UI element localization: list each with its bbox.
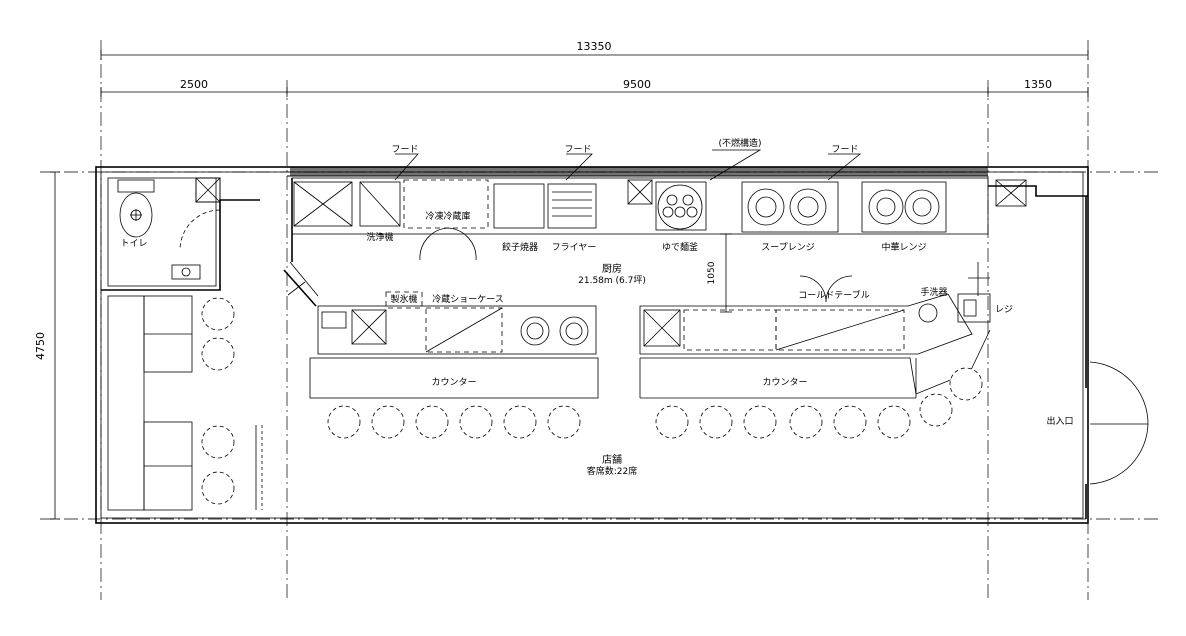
hand-wash-label: 手洗器 bbox=[920, 286, 947, 298]
fryer-label: フライヤー bbox=[552, 242, 597, 253]
dim-total: 13350 bbox=[577, 40, 612, 53]
hood-leaders bbox=[394, 149, 862, 181]
front-counter-right bbox=[639, 262, 991, 399]
kitchen-area-label: 21.58m (6.7坪) bbox=[578, 275, 646, 286]
hood-label-1: フード bbox=[391, 145, 418, 155]
hood-label-2: フード bbox=[564, 145, 591, 155]
dimension-lines bbox=[50, 50, 1089, 520]
nonflammable-label: (不燃構造) bbox=[718, 137, 761, 149]
booth-seating bbox=[107, 295, 263, 511]
toilet-room bbox=[101, 177, 260, 291]
hood-label-3: フード bbox=[831, 145, 858, 155]
building-outline bbox=[95, 166, 1089, 524]
counter-left-label: カウンター bbox=[431, 377, 476, 388]
entrance-label: 出入口 bbox=[1046, 415, 1073, 427]
dim-right: 1350 bbox=[1024, 78, 1052, 91]
kitchen-label: 厨房 bbox=[602, 262, 622, 275]
counter-seats bbox=[327, 367, 983, 439]
gyoza-griddle-label: 餃子焼器 bbox=[502, 241, 538, 253]
clearance-label: 1050 bbox=[707, 261, 717, 284]
showcase-label: 冷蔵ショーケース bbox=[432, 293, 504, 305]
dim-depth: 4750 bbox=[34, 332, 47, 360]
dim-middle: 9500 bbox=[623, 78, 651, 91]
seat-count-label: 客席数:22席 bbox=[587, 465, 638, 477]
clearance-dimension bbox=[720, 233, 732, 313]
entrance-doors bbox=[1085, 361, 1149, 519]
freezer-fridge-label: 冷凍冷蔵庫 bbox=[425, 210, 470, 222]
front-counter-left bbox=[309, 291, 599, 399]
ice-maker-label: 製氷機 bbox=[390, 293, 417, 305]
chinese-range-label: 中華レンジ bbox=[881, 241, 926, 253]
noodle-boiler-label: ゆで麺釜 bbox=[662, 241, 698, 253]
soup-range-label: スープレンジ bbox=[761, 242, 814, 253]
cold-table-label: コールドテーブル bbox=[798, 289, 869, 301]
kitchen-side-wall bbox=[283, 178, 319, 307]
dim-left: 2500 bbox=[180, 78, 208, 91]
counter-right-label: カウンター bbox=[762, 377, 807, 388]
register-label: レジ bbox=[995, 305, 1013, 315]
store-label: 店舗 bbox=[602, 453, 622, 466]
dishwasher-label: 洗浄機 bbox=[366, 231, 393, 243]
toilet-label: トイレ bbox=[120, 239, 147, 249]
